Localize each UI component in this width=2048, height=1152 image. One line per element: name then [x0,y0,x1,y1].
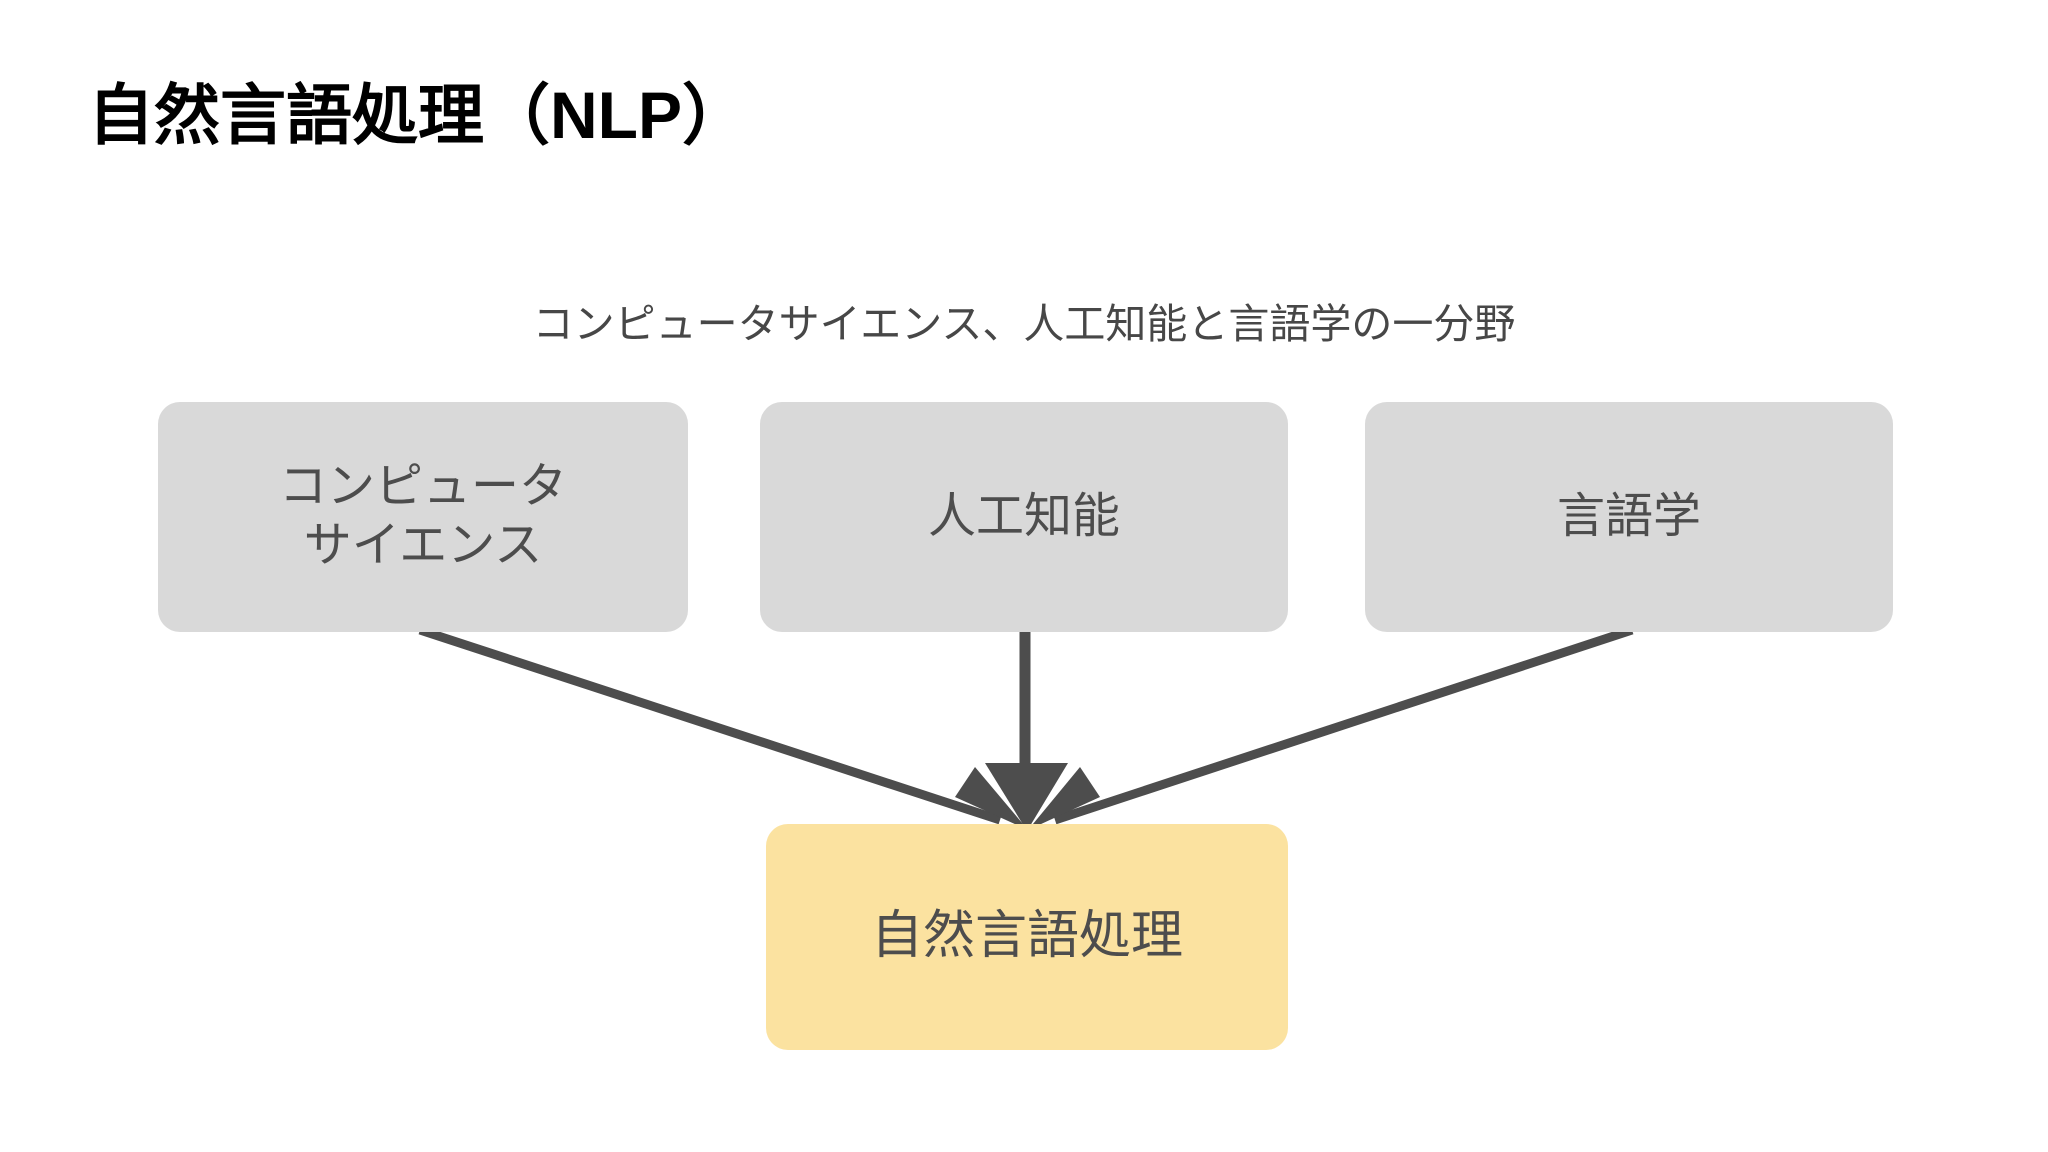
subtitle-text: コンピュータサイエンス、人工知能と言語学の一分野 [532,301,1516,347]
page-title: 自然言語処理（NLP） [88,78,748,152]
arrow-cs-to-nlp [418,625,1028,830]
node-computer-science[interactable]: コンピュータ サイエンス [158,402,688,632]
arrow-ling-to-nlp [1028,625,1634,830]
node-linguistics-label: 言語学 [1556,489,1701,543]
node-artificial-intelligence-label: 人工知能 [927,489,1120,543]
node-computer-science-line2: サイエンス [303,519,543,572]
node-computer-science-line1: コンピュータ [278,460,567,514]
arrow-ai-to-nlp [985,632,1068,831]
node-natural-language-processing[interactable]: 自然言語処理 [766,824,1288,1050]
node-artificial-intelligence[interactable]: 人工知能 [760,402,1288,632]
node-natural-language-processing-label: 自然言語処理 [870,907,1183,966]
node-linguistics[interactable]: 言語学 [1365,402,1893,632]
